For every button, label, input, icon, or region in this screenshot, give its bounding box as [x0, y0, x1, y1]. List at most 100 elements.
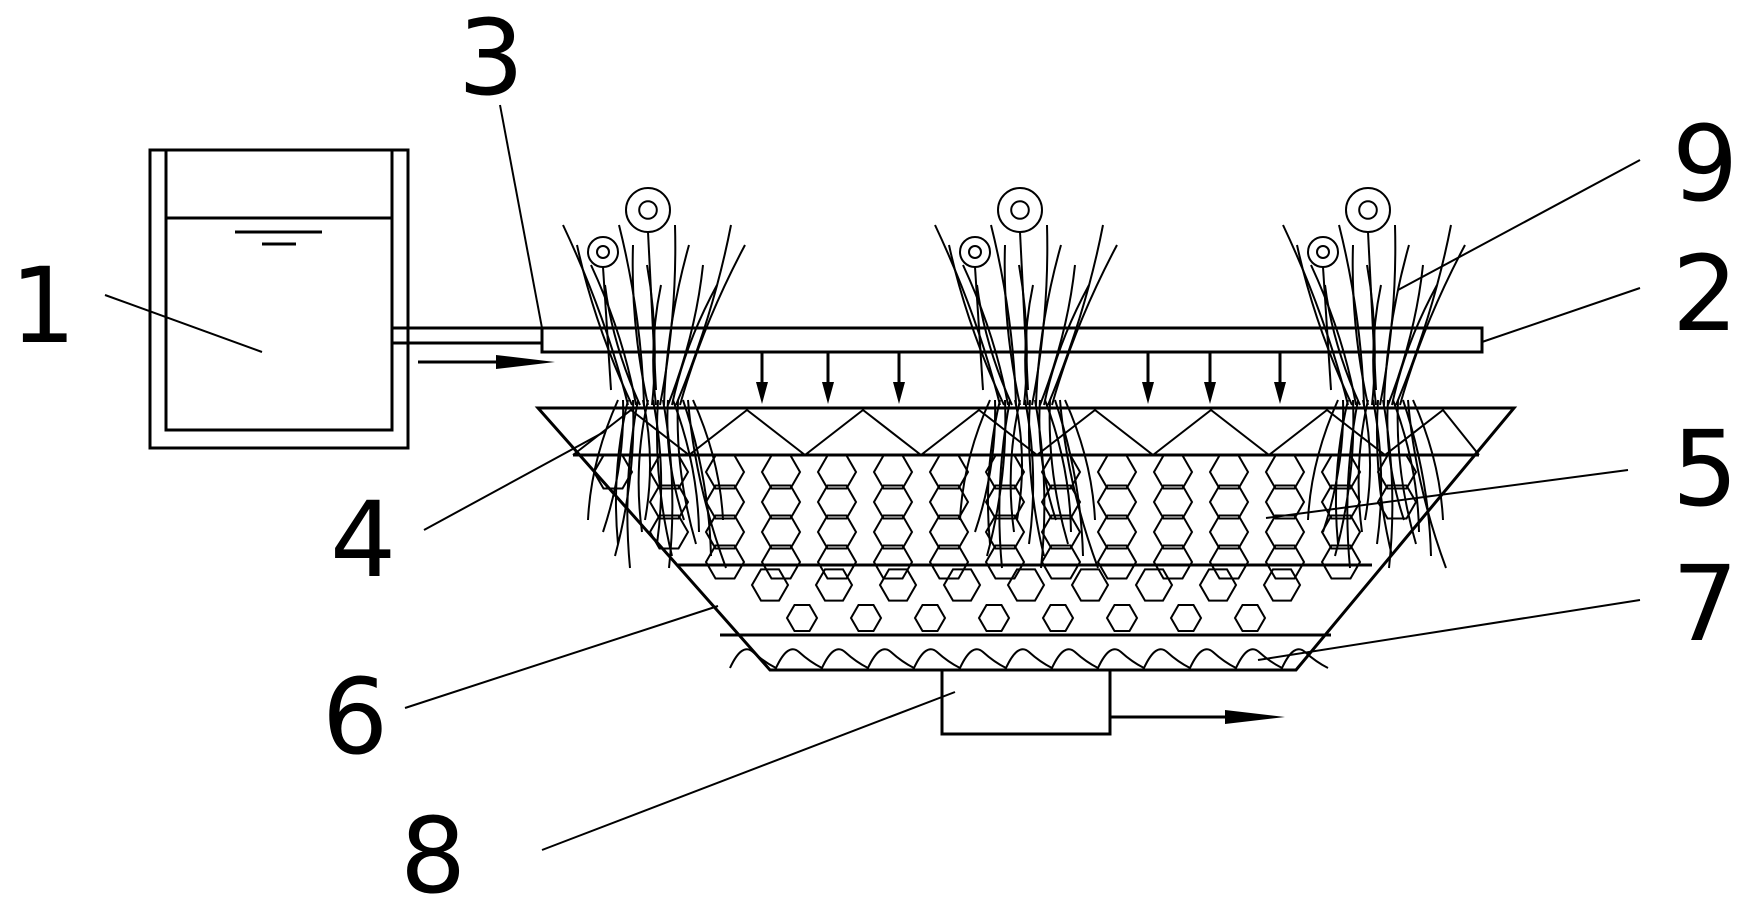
root [1412, 399, 1444, 521]
drip-arrow-head [822, 382, 834, 404]
flower-stem [974, 266, 984, 391]
lower-hex-cell [814, 568, 854, 602]
callout-7: 7 [1672, 543, 1738, 665]
leader-9 [1397, 159, 1641, 291]
callout-5: 5 [1672, 408, 1738, 530]
leaf [1399, 244, 1466, 406]
leaf [667, 264, 704, 406]
leaf [1039, 264, 1076, 406]
plants [562, 187, 1466, 569]
hex-cell [648, 484, 690, 520]
callout-4: 4 [330, 479, 396, 601]
flower-stem [602, 266, 612, 391]
hex-cell [1320, 514, 1362, 550]
root [655, 399, 673, 557]
flower-icon [997, 187, 1043, 233]
root [682, 399, 712, 557]
hex-cell [816, 484, 858, 520]
hex-cell [928, 454, 970, 490]
flower-icon [1345, 187, 1391, 233]
flower-icon [959, 236, 991, 268]
lower-hex-cell [1134, 568, 1174, 602]
hex-cell [704, 544, 746, 580]
root [1396, 399, 1417, 545]
root [614, 399, 629, 545]
leaf [962, 264, 1009, 406]
hex-cell [704, 514, 746, 550]
bottom-gravel-layer [729, 648, 1329, 670]
leaf [990, 224, 1017, 406]
root [692, 399, 724, 521]
root [1054, 399, 1084, 557]
hex-cell [1376, 484, 1418, 520]
plant-group [934, 187, 1118, 569]
hex-cell [1096, 484, 1138, 520]
hex-cell [1208, 544, 1250, 580]
hex-cell [1320, 484, 1362, 520]
water-tank [148, 148, 410, 450]
flower-stem [1367, 231, 1377, 391]
drip-arrows [756, 352, 1286, 404]
lower-hex-cell [1006, 568, 1046, 602]
callout-2: 2 [1672, 233, 1738, 355]
hex-cell [760, 544, 802, 580]
leaf [631, 244, 649, 406]
callout-numbers: 1 2 3 4 5 6 7 8 9 [10, 0, 1738, 897]
flower-center [1358, 200, 1378, 220]
root [1307, 399, 1339, 521]
leader-1 [104, 294, 263, 353]
drip-arrow-head [1204, 382, 1216, 404]
root [676, 399, 697, 545]
root [1027, 399, 1045, 557]
hex-cell [928, 484, 970, 520]
root [1346, 399, 1359, 569]
leaf [1324, 284, 1361, 406]
drip-arrow-head [893, 382, 905, 404]
callout-1: 1 [10, 245, 76, 367]
leaf [948, 244, 1005, 406]
hex-cell [984, 544, 1026, 580]
lower-filler-layer [750, 568, 1302, 632]
flower-icon [625, 187, 671, 233]
hex-cell [1320, 544, 1362, 580]
root [1375, 399, 1393, 557]
lower-hex-cell [1070, 568, 1110, 602]
root [1372, 399, 1383, 545]
root [1009, 399, 1021, 533]
drip-arrow-head [1274, 382, 1286, 404]
leaf [576, 244, 633, 406]
hex-cell [1152, 514, 1194, 550]
hex-cell [1320, 454, 1362, 490]
leaf [1035, 244, 1062, 406]
leaf [1338, 224, 1365, 406]
upper-substrate-layer [572, 408, 1480, 457]
root [1334, 399, 1355, 557]
root [614, 399, 635, 557]
root [974, 399, 997, 533]
hex-cell [1264, 484, 1306, 520]
hex-cell [872, 544, 914, 580]
leaf [1003, 244, 1021, 406]
root [959, 399, 991, 521]
flower-center [968, 245, 982, 259]
hex-cell [1096, 514, 1138, 550]
leader-8 [541, 691, 956, 851]
hex-cell [1264, 544, 1306, 580]
root [986, 399, 1001, 545]
callout-9: 9 [1672, 103, 1738, 225]
hex-cell [1152, 544, 1194, 580]
root [1386, 399, 1405, 521]
flower-stem [1322, 266, 1332, 391]
hex-cell [816, 454, 858, 490]
root [666, 399, 685, 521]
hex-cell [592, 454, 634, 490]
leaf [1391, 284, 1438, 406]
hex-cell [1208, 484, 1250, 520]
leaf [590, 264, 637, 406]
leaf [604, 284, 641, 406]
hex-cell [704, 484, 746, 520]
root [1322, 399, 1345, 533]
leaf [976, 284, 1013, 406]
lower-hex-cell [849, 604, 883, 632]
root [602, 399, 625, 533]
